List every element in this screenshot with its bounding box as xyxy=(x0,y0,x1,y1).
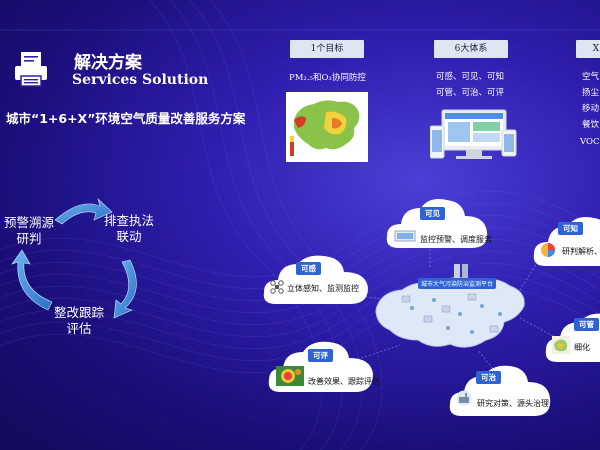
drone-icon xyxy=(270,280,284,294)
tag-visible: 可见 xyxy=(420,207,445,220)
arrow-right xyxy=(113,259,137,319)
x-line-1: 空气 xyxy=(582,72,600,82)
systems-line-2: 可管、可治、可评 xyxy=(436,88,505,98)
tag-evaluate: 可评 xyxy=(308,349,333,362)
cloud-perceive xyxy=(263,255,368,304)
cycle-arrows xyxy=(11,198,137,319)
monitor-icon xyxy=(394,230,416,242)
panel-header-goal: 1个目标 xyxy=(290,40,364,58)
tag-perceive: 可感 xyxy=(296,262,321,275)
x-line-2: 扬尘 xyxy=(582,88,600,98)
x-line-5: VOC xyxy=(580,137,600,147)
heatmap-icon xyxy=(276,366,304,386)
map-thumbnail-icon xyxy=(552,336,570,354)
document-logo-icon xyxy=(15,52,47,87)
server-icon xyxy=(454,264,468,278)
systems-line-1: 可感、可见、可知 xyxy=(436,72,505,82)
evaluate-text: 改善效果、跟踪评估 xyxy=(308,377,380,386)
section-title: 解决方案 xyxy=(74,53,142,73)
goal-caption: PM₂.₅和O₃协同防控 xyxy=(289,73,366,83)
china-map-image xyxy=(375,277,525,348)
arrow-top xyxy=(54,198,113,225)
page-subtitle: 城市“1+6+X”环境空气质量改善服务方案 xyxy=(6,111,246,126)
panel-header-systems: 6大体系 xyxy=(434,40,508,58)
cloud-treat xyxy=(449,365,551,416)
treat-text: 研究对策、源头治理 xyxy=(477,399,549,408)
tag-manage: 可管 xyxy=(574,318,599,331)
x-line-4: 餐饮 xyxy=(582,120,600,130)
perceive-text: 立体感知、监测监控 xyxy=(287,284,359,293)
panel-header-x: X xyxy=(576,40,600,58)
cycle-step-investigate: 排查执法联动 xyxy=(104,213,155,244)
visible-text: 监控预警、调度服务 xyxy=(420,235,492,244)
x-line-3: 移动 xyxy=(582,104,600,114)
pollution-map-image xyxy=(286,92,368,162)
devices-image xyxy=(430,109,517,159)
section-title-english: Services Solution xyxy=(72,72,209,88)
cycle-step-rectify: 整改跟踪评估 xyxy=(54,305,105,336)
platform-badge: 城市大气污染防治监测平台 xyxy=(418,278,497,289)
factory-icon xyxy=(456,390,472,406)
cycle-step-warning: 预警溯源研判 xyxy=(4,215,55,246)
tag-treat: 可治 xyxy=(476,371,501,384)
know-text: 研判解析、 xyxy=(562,247,600,256)
pie-chart-icon xyxy=(541,243,555,257)
manage-text: 细化 xyxy=(574,343,590,352)
tag-know: 可知 xyxy=(558,222,583,235)
arrow-left xyxy=(11,249,53,311)
